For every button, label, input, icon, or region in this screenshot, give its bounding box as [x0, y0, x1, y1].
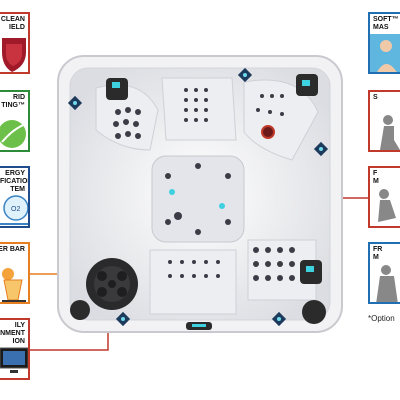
- cup-icon: [0, 264, 28, 302]
- feature-card-soft-massage[interactable]: SOFT™ MAS: [368, 12, 400, 74]
- tv-icon: [0, 340, 28, 378]
- feature-card-hybrid-filtering[interactable]: RID TING™: [0, 90, 30, 152]
- massage-person-icon: [370, 34, 400, 72]
- leaf-icon: [0, 112, 28, 150]
- optional-footnote: *Option: [368, 314, 395, 323]
- feature-card-entertainment-system[interactable]: ILY INMENT ION: [0, 318, 30, 380]
- standing-person-icon: [370, 264, 400, 302]
- feature-card-seat-massage-2[interactable]: F M: [368, 166, 400, 228]
- svg-text:O2: O2: [11, 206, 20, 213]
- ozone-icon: O2: [0, 188, 28, 226]
- feature-label: SOFT™ MAS: [373, 16, 399, 31]
- feature-label: F M: [373, 170, 379, 185]
- feature-card-seat-massage-3[interactable]: FR M: [368, 242, 400, 304]
- feature-card-water-bar[interactable]: ER BAR: [0, 242, 30, 304]
- feature-label: ERGY IFICATION TEM: [0, 170, 28, 193]
- seated-person-icon: [370, 112, 400, 150]
- reclining-person-icon: [370, 188, 400, 226]
- water-bar-dial-icon: [86, 258, 138, 310]
- shield-icon: [0, 34, 28, 72]
- feature-label: FR M: [373, 246, 383, 261]
- feature-card-seat-massage-1[interactable]: S: [368, 90, 400, 152]
- feature-label: ER BAR: [0, 246, 25, 253]
- feature-card-clean-shield[interactable]: CLEAN IELD: [0, 12, 30, 74]
- feature-label: S: [373, 94, 378, 101]
- feature-card-energy-purification[interactable]: ERGY IFICATION TEM O2: [0, 166, 30, 228]
- pillow-icon: [106, 78, 128, 100]
- feature-label: CLEAN IELD: [0, 16, 25, 31]
- feature-label: ILY INMENT ION: [0, 322, 25, 345]
- feature-label: RID TING™: [1, 94, 25, 109]
